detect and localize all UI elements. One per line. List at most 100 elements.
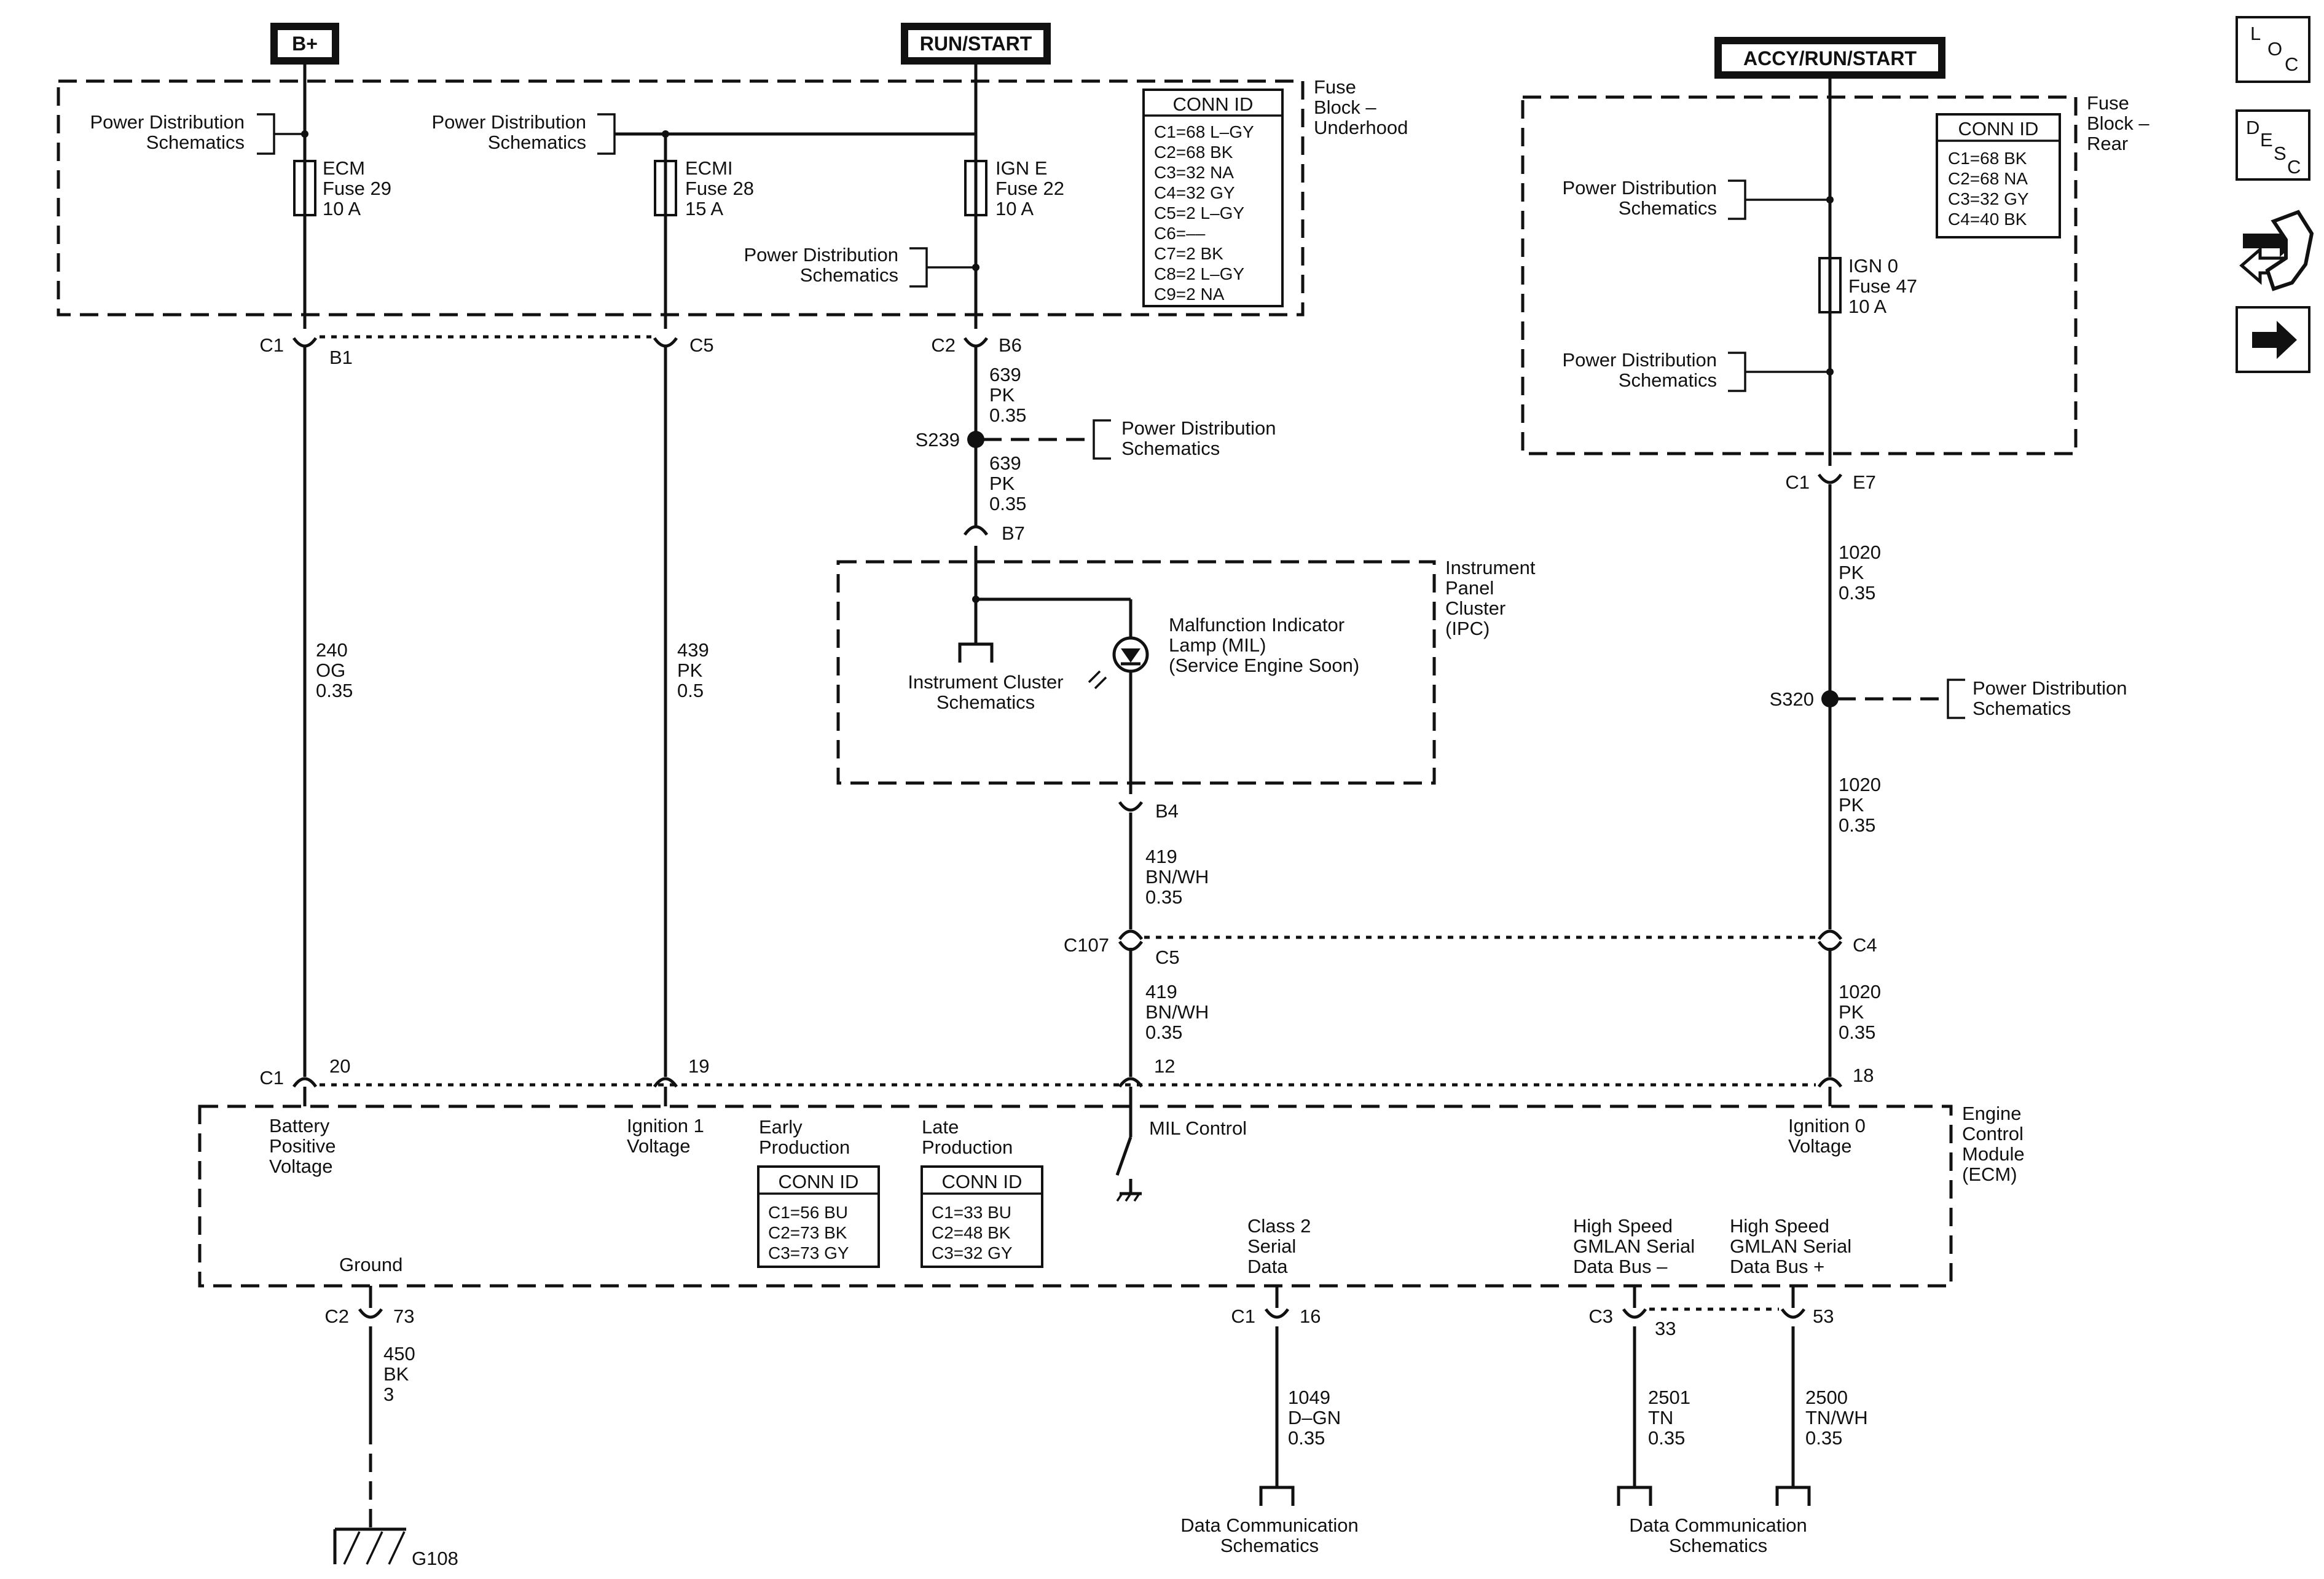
svg-text:0.35: 0.35 [1145,1022,1182,1043]
late-production-conn-id: Late Production CONN ID C1=33 BU C2=48 B… [921,1116,1043,1268]
engine-control-module [198,1105,1953,1288]
fuse-block-underhood [57,79,1305,317]
data-communication-ref-1: Data Communication Schematics [1180,1486,1359,1556]
ecm-ground-label: Ground [339,1254,402,1275]
svg-text:0.35: 0.35 [316,680,353,701]
ref-text: Schematics [488,132,586,153]
conn-id-row: C8=2 L–GY [1154,264,1244,283]
conn-id-row: C5=2 L–GY [1154,203,1244,222]
next-arrow-icon [2252,321,2297,359]
svg-text:419: 419 [1145,981,1177,1002]
svg-text:CONN ID: CONN ID [942,1171,1023,1192]
svg-text:0.5: 0.5 [677,680,704,701]
svg-text:Late: Late [922,1116,959,1138]
desc-letter: S [2274,143,2287,164]
svg-text:439: 439 [677,639,709,661]
wire-label-1049: 1049 D–GN 0.35 [1288,1387,1341,1449]
wire-label-240: 240 OG 0.35 [316,639,353,701]
svg-text:Ignition 0: Ignition 0 [1788,1115,1866,1136]
ecm-label-3: Module [1962,1143,2025,1165]
power-distribution-ref-3: Power Distribution Schematics [744,244,979,288]
svg-text:Production: Production [759,1136,850,1158]
connector-c107-label: C107 [1064,934,1109,956]
svg-text:639: 639 [989,364,1021,385]
fuse-block-rear [1521,95,2078,455]
description-button[interactable]: D E S C [2236,109,2310,181]
conn-id-row: C1=68 BK [1948,149,2027,168]
accy-run-start-label: ACCY/RUN/START [1743,47,1917,69]
mil-label-3: (Service Engine Soon) [1169,655,1359,676]
svg-text:PK: PK [989,384,1015,406]
svg-text:0.35: 0.35 [1839,814,1875,836]
svg-text:Schematics: Schematics [1220,1535,1319,1556]
wire-label-419-upper: 419 BN/WH 0.35 [1145,846,1209,908]
svg-text:TN/WH: TN/WH [1805,1407,1868,1428]
pin-c5-c107-label: C5 [1155,947,1180,968]
data-communication-ref-2: Data Communication Schematics [1617,1486,1811,1556]
wire-label-419-lower: 419 BN/WH 0.35 [1145,981,1209,1043]
connector-ecm-c1-label: C1 [259,1067,284,1089]
svg-text:OG: OG [316,660,345,681]
pin-18-label: 18 [1853,1065,1874,1086]
power-distribution-ref-2: Power Distribution Schematics [431,111,669,155]
location-button[interactable]: L O C [2236,16,2310,83]
b-plus-label: B+ [292,33,318,55]
pin-16-label: 16 [1300,1305,1321,1327]
ecm-hs-minus: High Speed GMLAN Serial Data Bus – [1573,1215,1695,1277]
wire-label-1020-a: 1020 PK 0.35 [1839,541,1881,604]
ecm-label-1: Engine [1962,1103,2022,1124]
connector-c2-ecm-label: C2 [324,1305,349,1327]
connector-tool-button[interactable] [2239,210,2314,291]
svg-text:450: 450 [383,1343,415,1364]
connector-c1-label: C1 [259,334,284,356]
conn-id-row: C6=–– [1154,224,1206,243]
svg-text:C2=73 BK: C2=73 BK [768,1223,847,1242]
ipc-label-1: Instrument [1445,557,1536,578]
pin-b1-label: B1 [329,347,353,368]
run-start-label: RUN/START [920,33,1032,55]
ecm-battery-positive: Battery Positive Voltage [269,1115,336,1177]
fuse28-number: Fuse 28 [685,178,754,199]
svg-text:Positive: Positive [269,1135,336,1157]
loc-letter: C [2285,53,2298,75]
ref-text: Schematics [146,132,245,153]
svg-text:0.35: 0.35 [1839,582,1875,604]
conn-id-row: C2=68 NA [1948,169,2028,188]
svg-text:MIL Control: MIL Control [1149,1117,1247,1139]
svg-text:0.35: 0.35 [1805,1427,1842,1449]
desc-letter: E [2260,129,2273,151]
svg-text:Production: Production [922,1136,1013,1158]
pin-b7-label: B7 [1002,522,1025,544]
next-button[interactable] [2236,306,2310,373]
fuse-block-underhood-label-3: Underhood [1314,117,1408,138]
mil-label-1: Malfunction Indicator [1169,614,1345,636]
svg-text:Schematics: Schematics [1669,1535,1767,1556]
svg-text:Voltage: Voltage [627,1135,690,1157]
svg-text:High Speed: High Speed [1730,1215,1829,1237]
svg-text:0.35: 0.35 [989,493,1026,514]
svg-text:BK: BK [383,1363,409,1385]
connector-c1-rear-label: C1 [1785,471,1810,493]
fuse28-rating: 15 A [685,198,723,219]
connector-symbols [292,337,1843,1319]
fuse-block-rear-label-2: Block – [2087,112,2149,134]
ecm-hs-plus: High Speed GMLAN Serial Data Bus + [1730,1215,1851,1277]
svg-text:CONN ID: CONN ID [779,1171,859,1192]
svg-text:PK: PK [1839,794,1864,816]
ref-text: Schematics [800,264,898,286]
svg-text:PK: PK [677,660,703,681]
fuse47-number: Fuse 47 [1848,275,1917,297]
pin-53-label: 53 [1813,1305,1834,1327]
mil-label-2: Lamp (MIL) [1169,634,1266,656]
wire-label-639-lower: 639 PK 0.35 [989,452,1026,514]
svg-text:High Speed: High Speed [1573,1215,1673,1237]
splice-s239-label: S239 [916,429,960,451]
splice-s320-label: S320 [1770,688,1814,710]
pin-73-label: 73 [393,1305,414,1327]
run-start-source: RUN/START [901,23,1051,65]
ref-text: Power Distribution [431,111,586,133]
pin-c4-label: C4 [1853,934,1877,956]
b-plus-source: B+ [270,23,339,65]
svg-text:Data Bus –: Data Bus – [1573,1256,1668,1277]
svg-text:Voltage: Voltage [1788,1135,1851,1157]
